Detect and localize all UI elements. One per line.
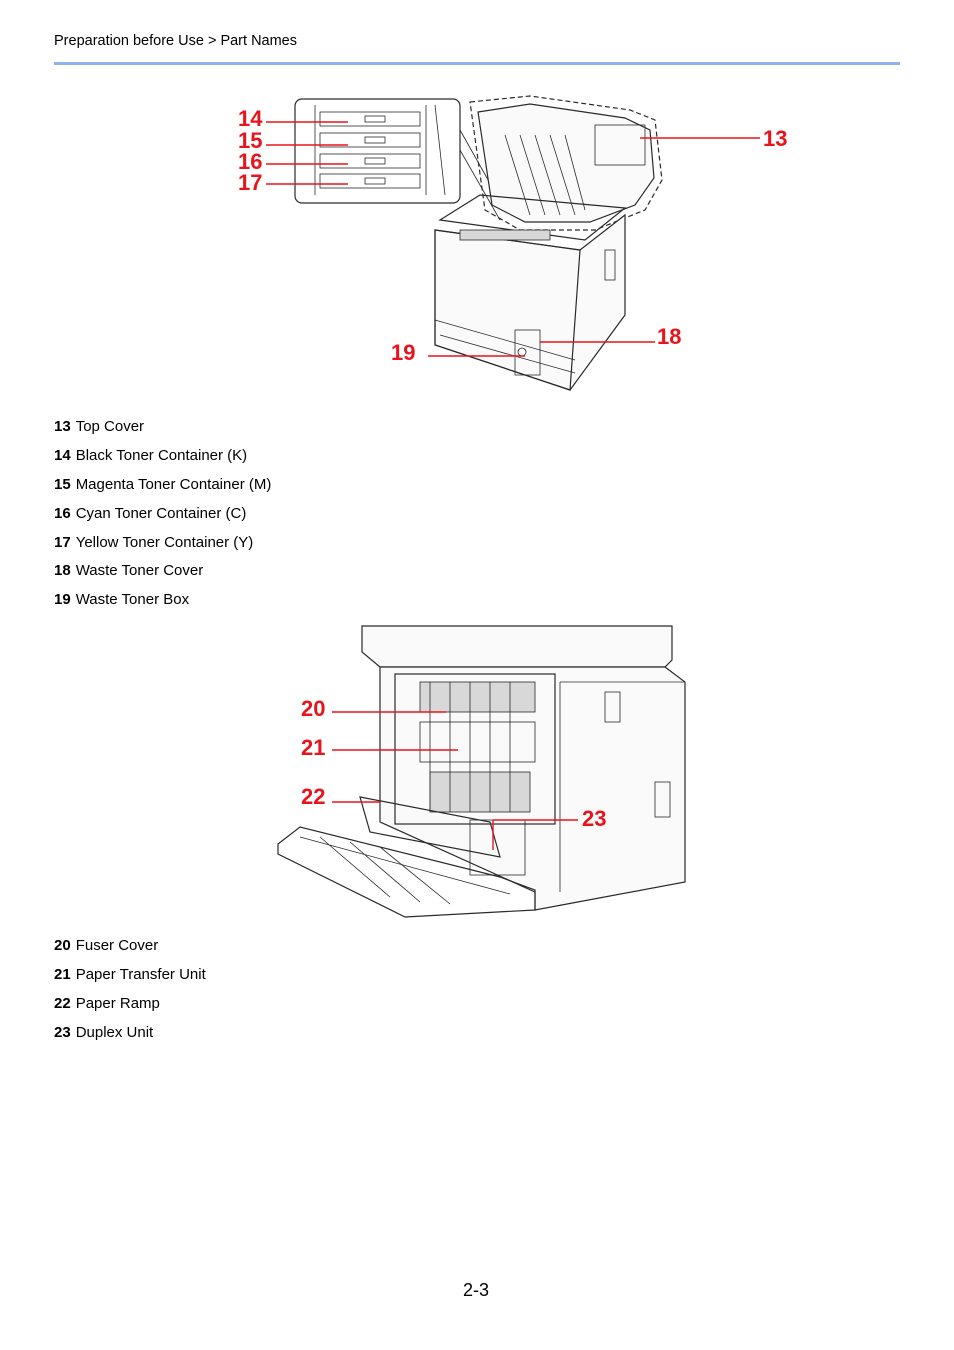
callout-16: 16	[238, 149, 262, 174]
page-number: 2-3	[463, 1280, 490, 1300]
callout-22: 22	[301, 784, 325, 809]
callout-18: 18	[657, 324, 681, 349]
callout-13: 13	[763, 126, 787, 151]
callout-14: 14	[238, 106, 263, 131]
header-rule	[54, 62, 900, 65]
rear-cover-open-illustration	[277, 796, 536, 918]
printer-body-illustration	[434, 194, 627, 391]
callout-19: 19	[391, 340, 415, 365]
callout-17: 17	[238, 170, 262, 195]
printer-rear-body-illustration	[379, 666, 686, 911]
callout-23: 23	[582, 806, 606, 831]
callout-20: 20	[301, 696, 325, 721]
toner-inset-frame	[294, 98, 461, 204]
figure-top-printer-open: 14 15 16 17 13 18 19	[238, 95, 787, 391]
toner-containers-illustration	[314, 104, 446, 196]
breadcrumb: Preparation before Use > Part Names	[54, 33, 297, 49]
callout-15: 15	[238, 128, 262, 153]
top-cover-body	[477, 103, 655, 223]
top-cover-dashed-outline	[469, 95, 663, 231]
scanner-unit-illustration	[361, 625, 673, 668]
callout-21: 21	[301, 735, 325, 760]
figure-bottom-printer-rear: 20 21 22 23	[277, 625, 686, 918]
